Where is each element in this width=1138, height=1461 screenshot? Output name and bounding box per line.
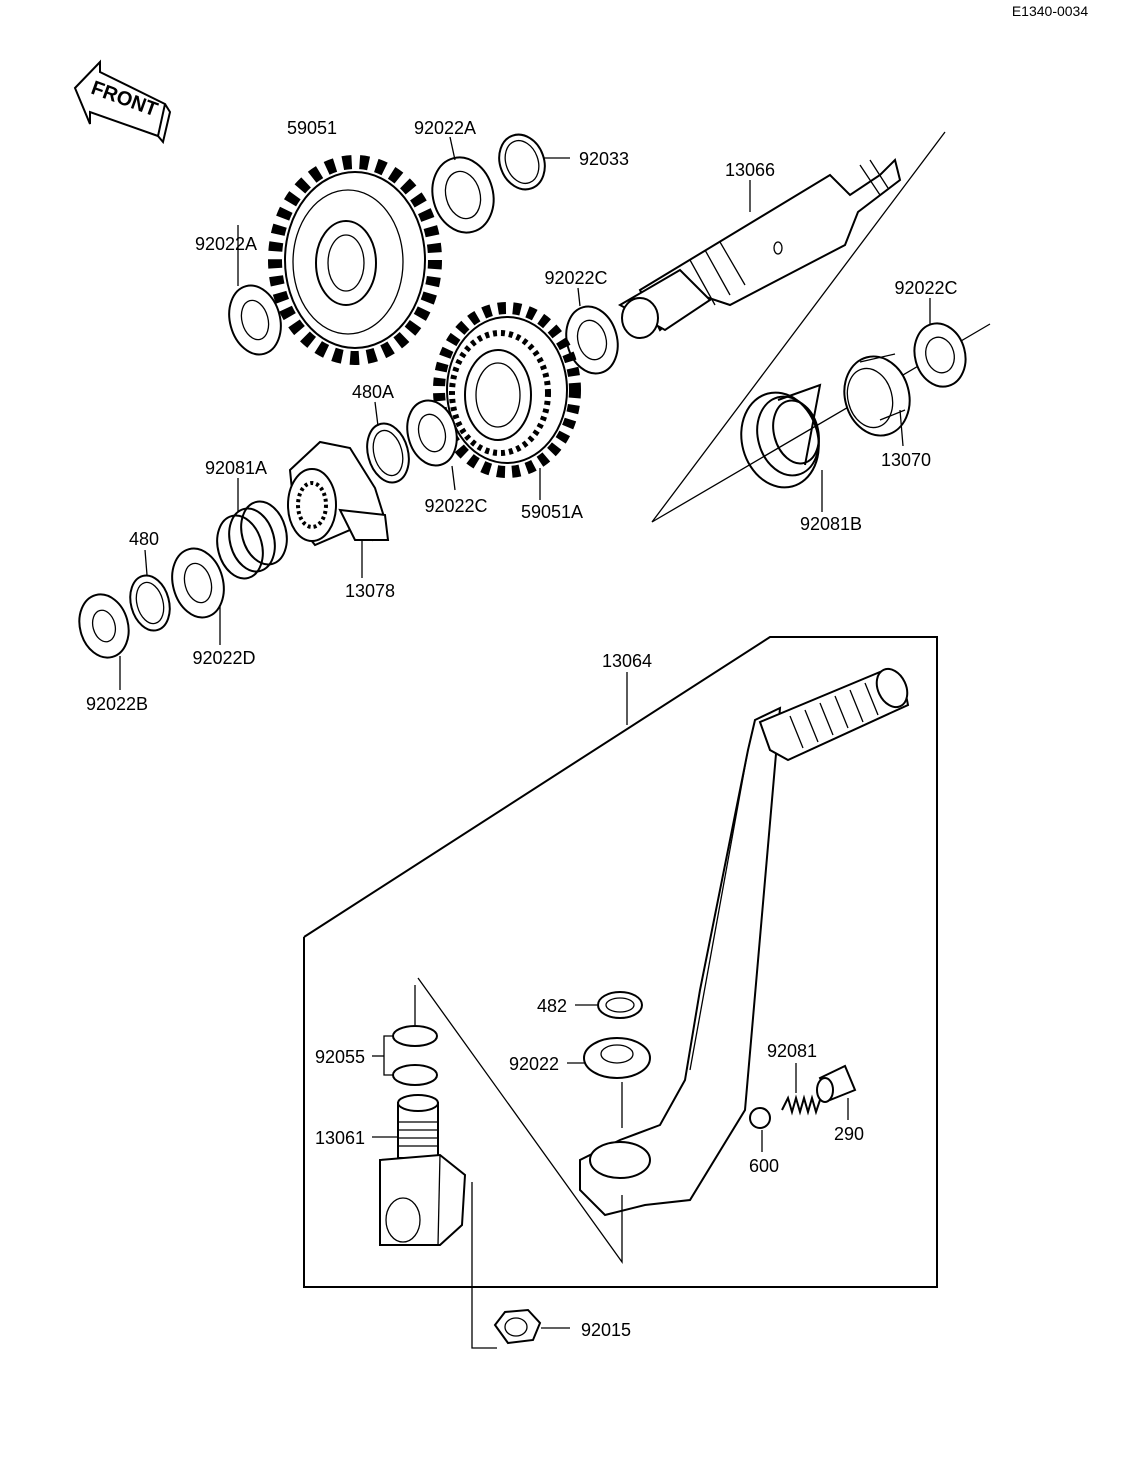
label-92022D: 92022D [192, 648, 255, 668]
washer-92022B [78, 593, 130, 659]
washer-92022C-mid [565, 305, 619, 375]
label-13061: 13061 [315, 1128, 365, 1148]
washer-92022C-low [406, 399, 458, 467]
label-59051A: 59051A [521, 502, 583, 522]
circlip-480 [129, 574, 171, 632]
label-92081B: 92081B [800, 514, 862, 534]
washer-92022C-right [913, 322, 967, 388]
label-92022: 92022 [509, 1054, 559, 1074]
label-92022C-mid: 92022C [544, 268, 607, 288]
spring-92081B [740, 383, 822, 489]
shaft-13061 [379, 1094, 467, 1246]
label-13078: 13078 [345, 581, 395, 601]
label-290: 290 [834, 1124, 864, 1144]
label-480: 480 [129, 529, 159, 549]
label-92081: 92081 [767, 1041, 817, 1061]
front-arrow-icon: FRONT [73, 59, 172, 145]
gear-59051 [268, 155, 442, 365]
spring-92081A [216, 500, 288, 580]
label-13066: 13066 [725, 160, 775, 180]
label-482: 482 [537, 996, 567, 1016]
label-480A: 480A [352, 382, 394, 402]
label-92033: 92033 [579, 149, 629, 169]
plug-290 [816, 1064, 857, 1103]
o-rings-92055 [392, 1025, 438, 1086]
spring-92081 [781, 1094, 821, 1116]
washer-92022D [171, 547, 225, 619]
washer-92022A-left [228, 284, 282, 356]
label-92015: 92015 [581, 1320, 631, 1340]
label-92055: 92055 [315, 1047, 365, 1067]
guide-13070 [843, 353, 911, 437]
ball-600 [749, 1107, 771, 1129]
kick-pedal-13064 [579, 667, 910, 1217]
label-92022C-right: 92022C [894, 278, 957, 298]
washer-92022A-top [431, 156, 495, 234]
circlip-480A [366, 422, 410, 484]
label-92081A: 92081A [205, 458, 267, 478]
shaft-13066 [617, 158, 902, 339]
label-92022A-left: 92022A [195, 234, 257, 254]
washer-92022 [583, 1037, 651, 1079]
label-13064: 13064 [602, 651, 652, 671]
label-59051: 59051 [287, 118, 337, 138]
nut-92015 [493, 1308, 542, 1345]
label-600: 600 [749, 1156, 779, 1176]
label-92022B: 92022B [86, 694, 148, 714]
circlip-92033 [498, 133, 546, 191]
gear-59051A [433, 302, 581, 478]
label-13070: 13070 [881, 450, 931, 470]
label-92022C-low: 92022C [424, 496, 487, 516]
diagram-code: E1340-0034 [1012, 3, 1089, 19]
clip-482 [597, 991, 643, 1019]
ratchet-13078 [287, 440, 390, 547]
label-92022A-top: 92022A [414, 118, 476, 138]
